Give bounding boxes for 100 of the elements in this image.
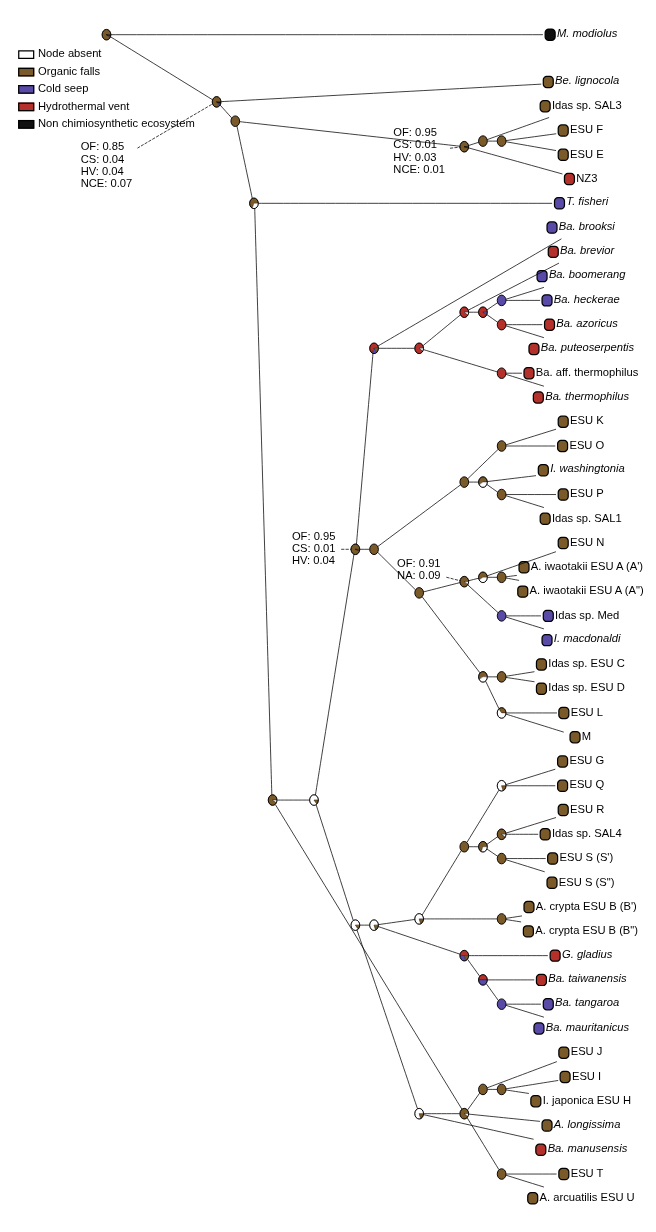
connector — [505, 373, 545, 387]
node-circle — [496, 1167, 507, 1180]
node-circle — [496, 488, 507, 500]
node-label: A. iwaotakii ESU A (A") — [529, 583, 644, 596]
node-circle — [459, 475, 470, 488]
node-label: Ba. aff. thermophilus — [535, 365, 639, 378]
node-circle — [496, 366, 507, 379]
connector — [505, 1174, 545, 1187]
connector — [505, 428, 557, 445]
node-text: OF: 0.91 NA: 0.09 — [397, 556, 441, 581]
connector — [110, 36, 213, 100]
connector — [485, 680, 500, 709]
connector — [356, 929, 418, 1109]
node-label: ESU G — [569, 753, 605, 766]
connector — [505, 286, 545, 300]
connector — [505, 615, 542, 616]
node-circle — [496, 997, 507, 1010]
connector — [487, 1088, 498, 1090]
node-circle — [478, 134, 488, 147]
legend-label: Node absent — [38, 46, 102, 59]
connector — [505, 323, 543, 325]
node-label: ESU I — [571, 1069, 602, 1082]
node-label: Ba. heckerae — [553, 292, 620, 305]
node-label: ESU E — [570, 147, 604, 160]
connector — [423, 581, 461, 592]
node-label: ESU Q — [569, 777, 605, 790]
connector — [423, 918, 498, 919]
connector — [467, 448, 499, 479]
connector — [505, 324, 545, 338]
node-label: Ba. puteoserpentis — [540, 340, 635, 353]
connector — [468, 1113, 541, 1122]
node-text: OF: 0.95 CS: 0.01 HV: 0.04 — [291, 529, 336, 566]
connector — [378, 925, 461, 955]
connector — [468, 147, 563, 174]
legend-label: Organic falls — [38, 64, 101, 77]
connector — [468, 311, 479, 313]
node-label: Be. lignocola — [555, 73, 620, 86]
connector — [505, 1173, 557, 1174]
connector — [485, 982, 499, 1001]
connector — [468, 577, 479, 581]
node-circle — [496, 134, 507, 147]
node-label: Ba. mauritanicus — [545, 1020, 630, 1033]
connector — [505, 577, 520, 581]
node-circle — [478, 1083, 488, 1095]
node-label: ESU O — [569, 438, 605, 451]
node-label: ESU R — [570, 802, 605, 815]
connector — [219, 104, 232, 118]
connector — [505, 299, 541, 301]
connector — [423, 1113, 534, 1140]
connector — [505, 670, 535, 677]
connector — [505, 768, 556, 785]
node-label: ESU F — [570, 122, 604, 135]
connector — [356, 352, 374, 544]
connector — [220, 83, 542, 102]
connector — [468, 262, 560, 310]
node-label: I. japonica ESU H — [542, 1093, 631, 1106]
connector — [254, 207, 273, 795]
connector — [505, 494, 545, 508]
connector — [468, 954, 549, 956]
connector — [486, 301, 498, 310]
node-label: M. modiolus — [556, 26, 618, 39]
legend-label: Non chimiosynthetic ecosystem — [38, 116, 195, 129]
node-label: Ba. taiwanensis — [548, 971, 627, 984]
node-circle — [496, 670, 507, 683]
node-label: ESU P — [570, 486, 604, 499]
connector — [423, 1112, 461, 1114]
connector — [505, 712, 558, 713]
connector — [487, 576, 498, 578]
node-label: Idas sp. ESU D — [548, 680, 625, 693]
connector — [340, 548, 352, 550]
legend-label: Cold seep — [38, 81, 89, 94]
connector — [315, 803, 354, 921]
node-label: Ba. tangaroa — [555, 995, 620, 1008]
connector — [467, 958, 481, 977]
connector — [276, 799, 310, 800]
connector — [505, 616, 545, 629]
connector — [505, 676, 535, 682]
node-label: A. arcuatilis ESU U — [539, 1190, 635, 1203]
node-circle — [230, 114, 241, 127]
connector — [239, 120, 461, 147]
connector — [505, 784, 556, 786]
node-label: ESU S (S") — [558, 875, 615, 888]
connector — [359, 924, 370, 925]
connector — [467, 1092, 481, 1110]
connector — [505, 445, 556, 446]
node-circle — [496, 609, 507, 622]
node-text: OF: 0.95 CS: 0.01 HV: 0.03 NCE: 0.01 — [393, 125, 445, 175]
node-circle — [496, 571, 507, 583]
node-label: I. washingtonia — [550, 461, 625, 474]
node-label: ESU N — [570, 535, 605, 548]
node-label: ESU K — [570, 413, 604, 426]
connector — [423, 348, 498, 372]
node-label: Idas sp. SAL1 — [552, 511, 622, 524]
connector — [487, 676, 498, 677]
connector — [505, 1079, 559, 1089]
node-label: Ba. manusensis — [547, 1141, 628, 1154]
connector — [505, 918, 522, 922]
connector — [486, 313, 498, 323]
connector — [505, 915, 523, 919]
connector — [486, 483, 498, 493]
